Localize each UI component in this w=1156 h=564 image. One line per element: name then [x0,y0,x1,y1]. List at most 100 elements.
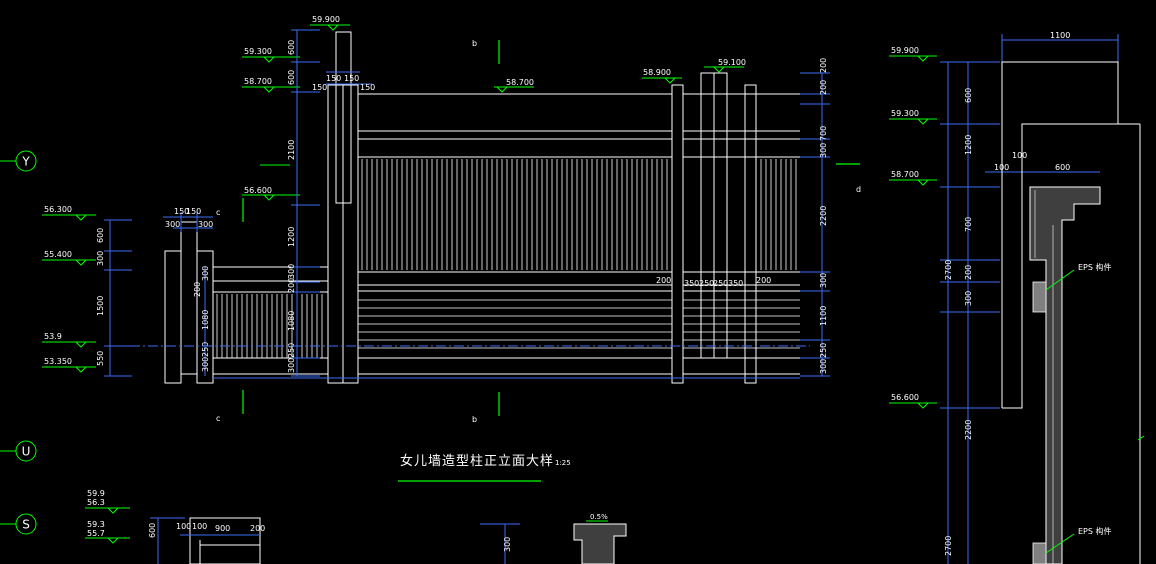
dim-section-2700b: 2700 [944,536,953,556]
level-left-3: 53.9 [44,332,62,341]
left-level-markers [42,214,96,373]
bottom-mid-profile [573,520,627,564]
dim-tall-2100: 2100 [287,140,296,160]
break-mark [1137,435,1145,441]
dim-left-top-150a: 150 [174,207,189,216]
dim-left-550: 550 [96,351,105,366]
main-right-dimension-chain [800,72,830,377]
section-top-dim [985,34,1119,173]
section-d-label: d [856,185,861,194]
drawing-title: 女儿墙造型柱正立面大样 [400,453,554,469]
dim-right-300c: 300 [819,359,828,374]
dim-right-2200: 2200 [819,206,828,226]
dim-col-250b: 250 [713,279,728,288]
tall-column-top-dims [326,71,372,85]
dim-left-300: 300 [96,251,105,266]
dim-col-250a: 250 [699,279,714,288]
tall-column-vertical-dims [291,29,320,377]
dim-left-top-300a: 300 [165,220,180,229]
level-section-59900: 59.900 [891,46,919,55]
eps-label-2: EPS 构件 [1078,526,1112,536]
level-section-56600: 56.600 [891,393,919,402]
left-balustrade-slats [216,294,323,358]
left-pier-outline [164,221,329,384]
dim-section-1200: 1200 [964,135,973,155]
dim-tall-300b: 300 [287,358,296,373]
dim-section-mid-100b: 100 [1012,151,1027,160]
level-bottom-593: 59.3 [87,520,105,529]
dim-section-2200: 2200 [964,420,973,440]
dim-left-1500: 1500 [96,296,105,316]
level-left-2: 55.400 [44,250,72,259]
dim-section-mid-600: 600 [1055,163,1070,172]
level-left-1: 56.300 [44,205,72,214]
dim-tall-1080: 1080 [287,311,296,331]
level-tall-58700: 58.700 [244,77,272,86]
dim-left-col-300b: 300 [201,357,210,372]
level-main-58900: 58.900 [643,68,671,77]
dim-tall-250: 250 [287,343,296,358]
axis-label-u: U [22,445,31,459]
bottom-detail-outline [189,517,261,564]
dim-bottom-200: 200 [250,524,265,533]
dim-left-col-250: 250 [201,342,210,357]
level-left-4: 53.350 [44,357,72,366]
dim-tall-300: 300 [287,264,296,279]
level-bottom-557: 55.7 [87,529,105,538]
dim-left-top-150b: 150 [186,207,201,216]
bottom-detail-dims [150,517,260,564]
eps-leader-lines [1045,269,1075,554]
dim-section-600: 600 [964,88,973,103]
dim-section-top-1100: 1100 [1050,31,1070,40]
dim-tall-600a: 600 [287,40,296,55]
section-b-bottom: b [472,415,477,424]
dim-tall-top-150c: 150 [312,83,327,92]
dim-right-300b: 300 [819,273,828,288]
section-hatched-wall [1029,186,1101,564]
dim-left-top-300b: 300 [198,220,213,229]
axis-y-marker: Y [0,150,37,172]
level-bottom-563: 56.3 [87,498,105,507]
dim-tall-1200: 1200 [287,227,296,247]
dim-tall-600b: 600 [287,70,296,85]
dim-col-350b: 350 [728,279,743,288]
dim-right-250: 250 [819,343,828,358]
dim-left-col-200: 200 [193,282,202,297]
level-main-58700: 58.700 [506,78,534,87]
main-horizontal-courses [358,299,800,349]
axis-label-s: S [22,518,30,532]
axis-s-marker: S [0,513,37,535]
level-main-59100: 59.100 [718,58,746,67]
dim-left-col-300: 300 [201,266,210,281]
dim-col-200a: 200 [656,276,671,285]
dim-right-1100: 1100 [819,306,828,326]
level-bottom-599: 59.9 [87,489,105,498]
level-tall-56600: 56.600 [244,186,272,195]
dim-right-700: 700 [819,126,828,141]
tall-column-levels [242,24,350,201]
dim-tall-200: 200 [287,278,296,293]
dim-section-2700a: 2700 [944,260,953,280]
section-c-bottom: c [216,414,220,423]
section-levels [889,55,937,409]
section-c-top: c [216,208,220,217]
section-vertical-dims [940,61,1000,564]
main-level-markers [494,66,744,93]
dim-right-200a: 200 [819,58,828,73]
dim-bottom-300: 300 [503,537,512,552]
eps-label-1: EPS 构件 [1078,262,1112,272]
main-vertical-slats [361,159,797,270]
dim-left-600: 600 [96,228,105,243]
dim-right-200b: 200 [819,80,828,95]
dim-col-350a: 350 [684,279,699,288]
main-parapet-outline [358,72,800,384]
level-section-59300: 59.300 [891,109,919,118]
dim-bottom-100b: 100 [192,522,207,531]
dim-tall-top-150b: 150 [344,74,359,83]
dim-tall-top-150d: 150 [360,83,375,92]
dim-left-col-1080: 1080 [201,310,210,330]
dim-section-700: 700 [964,217,973,232]
axis-u-marker: U [0,440,37,462]
section-b-top: b [472,39,477,48]
